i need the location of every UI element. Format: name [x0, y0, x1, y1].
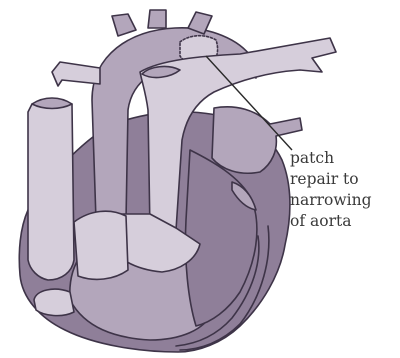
right-atrium: [74, 211, 128, 279]
aortic-branch-2: [148, 10, 166, 28]
label-line-3: narrowing: [290, 190, 396, 211]
label-line-4: of aorta: [290, 211, 396, 232]
label-line-2: repair to: [290, 169, 396, 190]
aortic-branch-1: [112, 14, 136, 36]
left-atrium: [212, 107, 302, 173]
inferior-vena-cava: [34, 289, 74, 315]
superior-vena-cava: [28, 101, 74, 280]
label-line-1: patch: [290, 148, 396, 169]
vena-cava-rim: [32, 98, 72, 109]
patch-repair-label: patch repair to narrowing of aorta: [290, 148, 396, 232]
pulmonary-artery-left: [52, 62, 100, 86]
